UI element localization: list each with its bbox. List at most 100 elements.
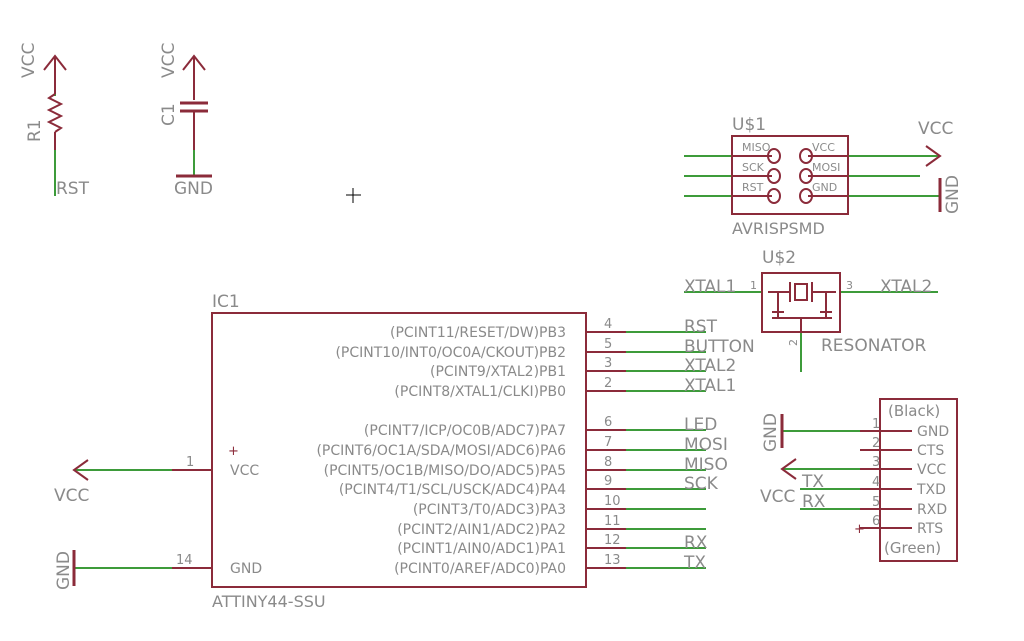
isp-pin-miso: MISO [742,141,771,154]
ic1-name-label: IC1 [212,292,240,312]
ic1-pin-row[interactable]: (PCINT4/T1/SCL/USCK/ADC4)PA4 9 SCK [339,474,719,498]
ic1-pin-label: (PCINT2/AIN1/ADC2)PA2 [397,522,566,538]
ic1-pin-label: (PCINT7/ICP/OC0B/ADC7)PA7 [364,423,566,439]
ic1-pin-number: 5 [604,337,612,352]
ic1-gnd-net-label: GND [54,551,74,590]
ic1-pin-net-label: TX [683,553,706,573]
ftdi-pin-label: GND [917,424,949,440]
ftdi-pin6-marker: + [854,522,865,537]
res-value-label: RESONATOR [821,336,927,356]
r1-net-label: RST [56,179,90,199]
ftdi-vcc-net-label: VCC [760,487,795,507]
ic1-pin-number: 6 [604,415,612,430]
ic1-pin-row[interactable]: (PCINT6/OC1A/SDA/MOSI/ADC6)PA6 7 MOSI [316,435,727,459]
ic1-pin-label: (PCINT10/INT0/OC0A/CKOUT)PB2 [335,345,566,361]
isp-gnd-net-label: GND [943,175,963,214]
isp-pin-vcc: VCC [812,141,835,154]
ftdi-bottom-label: (Green) [884,539,941,557]
ic1-pin-label: (PCINT9/XTAL2)PB1 [430,364,566,380]
ic1-pin-net-label: SCK [684,474,719,494]
ftdi-pin-label: VCC [917,462,946,478]
ic1-gnd-pin-num: 14 [176,553,193,568]
ftdi-pin-row[interactable]: 2 CTS [860,436,944,459]
res-pin-3: 3 [846,279,853,292]
ic1-vcc-pin-num: 1 [186,455,194,470]
ic1-pin-row[interactable]: (PCINT9/XTAL2)PB1 3 XTAL2 [430,356,736,380]
c1-name-label: C1 [159,103,179,126]
ic1-pin-net-label: MISO [684,455,728,475]
crosshair-cursor-icon [346,188,361,203]
ic1-pin-number: 10 [604,494,621,509]
ic1-pin-net-label: XTAL2 [684,356,736,376]
ftdi-top-label: (Black) [888,402,940,420]
ic1-vcc-net-label: VCC [54,486,89,506]
ic1-pin-label: (PCINT11/RESET/DW)PB3 [390,325,566,341]
ic1-pin-row[interactable]: (PCINT7/ICP/OC0B/ADC7)PA7 6 LED [364,415,717,439]
ic1-origin-marker: + [228,444,239,459]
ic1-pin-number: 12 [604,533,621,548]
ftdi-rx-net-label: RX [802,492,826,512]
ic1-pin-number: 8 [604,455,612,470]
ic1-pin-number: 3 [604,356,612,371]
ic1-vcc-pin-label: VCC [230,463,259,479]
ftdi-pin-number: 5 [872,495,880,510]
ic1-pin-row[interactable]: (PCINT2/AIN1/ADC2)PA2 11 [397,514,706,538]
ic1-pin-net-label: XTAL1 [684,376,736,396]
isp-pin-rst: RST [742,181,764,194]
ftdi-pin-row[interactable]: 3 VCC [860,455,946,478]
ic1-pin-net-label: RX [684,533,708,553]
ic1-pin-net-label: RST [684,317,718,337]
ic1-pin-row[interactable]: (PCINT11/RESET/DW)PB3 4 RST [390,317,718,341]
c1-power-label: VCC [159,43,179,78]
ic1-pin-number: 7 [604,435,612,450]
ic1-value-label: ATTINY44-SSU [212,592,326,611]
ic1-pin-label: (PCINT6/OC1A/SDA/MOSI/ADC6)PA6 [316,443,566,459]
isp-pin-sck: SCK [742,161,765,174]
c1-ground-label: GND [174,179,213,199]
ic1-pin-number: 11 [604,514,621,529]
ftdi-pin-label: CTS [917,443,944,459]
isp-vcc-net-label: VCC [918,119,953,139]
isp-pin-gnd: GND [812,181,837,194]
ftdi-pin-row[interactable]: 1 GND [860,417,949,440]
ic1-pin-label: (PCINT0/AREF/ADC0)PA0 [394,561,566,577]
isp-value-label: AVRISPSMD [732,219,825,238]
ftdi-tx-net-label: TX [801,472,824,492]
ftdi-pin-label: TXD [916,482,946,498]
res-xtal1-label: XTAL1 [684,277,736,297]
ic1-pin-number: 9 [604,474,612,489]
ic1-right-pins: (PCINT11/RESET/DW)PB3 4 RST (PCINT10/INT0/O… [316,317,754,577]
res-pin-1: 1 [750,279,757,292]
ftdi-gnd-net-label: GND [761,413,781,452]
resistor-r1[interactable]: VCC R1 RST [19,43,90,199]
ic1-attiny44[interactable]: IC1 ATTINY44-SSU + 1 VCC VCC 14 GND GND … [54,292,755,611]
res-xtal2-label: XTAL2 [880,277,932,297]
ic1-gnd-pin-label: GND [230,561,262,577]
ic1-pin-net-label: LED [684,415,717,435]
ic1-pin-row[interactable]: (PCINT1/AIN0/ADC1)PA1 12 RX [397,533,708,557]
isp-header-u1[interactable]: MISO SCK RST VCC MOSI GND U$1 AVRISPSMD … [684,115,963,238]
ftdi-pin-number: 6 [872,514,880,529]
ic1-pin-label: (PCINT4/T1/SCL/USCK/ADC4)PA4 [339,482,566,498]
isp-pin-mosi: MOSI [812,161,840,174]
ftdi-pin-number: 2 [872,436,880,451]
ftdi-pin-number: 3 [872,455,880,470]
ic1-pin-row[interactable]: (PCINT3/T0/ADC3)PA3 10 [413,494,706,518]
ftdi-pin-number: 1 [872,417,880,432]
resonator-u2[interactable]: 1 3 2 U$2 RESONATOR XTAL1 XTAL2 [684,248,938,372]
ic1-pin-net-label: MOSI [684,435,728,455]
ic1-pin-number: 4 [604,317,612,332]
ic1-pin-label: (PCINT1/AIN0/ADC1)PA1 [397,541,566,557]
ic1-pin-label: (PCINT3/T0/ADC3)PA3 [413,502,566,518]
capacitor-c1[interactable]: VCC C1 GND [159,43,213,199]
